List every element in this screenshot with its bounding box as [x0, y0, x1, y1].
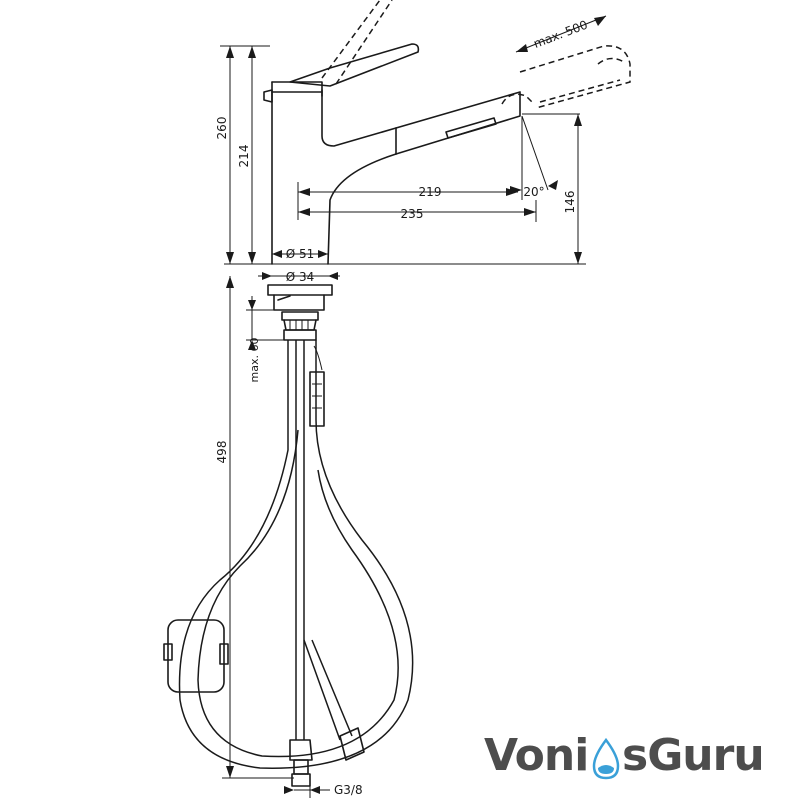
faucet-body — [263, 43, 521, 265]
spray-head-pulled-out-outline — [501, 45, 631, 109]
lever-raised-outline — [321, 0, 393, 85]
supply-hoses — [163, 340, 414, 787]
dimension-260-label: 260 — [215, 117, 229, 140]
dimension-max60-label: max. 60 — [248, 338, 261, 383]
dimension-214-label: 214 — [237, 145, 251, 168]
dimension-146-label: 146 — [563, 191, 577, 214]
logo-text-right: sGuru — [622, 730, 764, 781]
dimension-lines — [220, 15, 607, 798]
dimension-g38-label: G3/8 — [334, 783, 363, 797]
dimension-diameter34-label: Ø 34 — [286, 270, 315, 284]
dimension-20deg-label: 20° — [523, 185, 544, 199]
dimension-235-label: 235 — [401, 207, 424, 221]
dimension-diameter51-label: Ø 51 — [286, 247, 315, 261]
dimension-219-label: 219 — [419, 185, 442, 199]
vonios-guru-logo: Voni sGuru — [484, 730, 765, 781]
water-drop-icon — [592, 737, 620, 780]
mounting-assembly — [267, 284, 333, 341]
dimension-498-label: 498 — [215, 441, 229, 464]
spray-angle-lines — [521, 113, 580, 200]
dimension-max500-label: max. 500 — [532, 18, 590, 51]
logo-text-left: Voni — [484, 730, 588, 781]
